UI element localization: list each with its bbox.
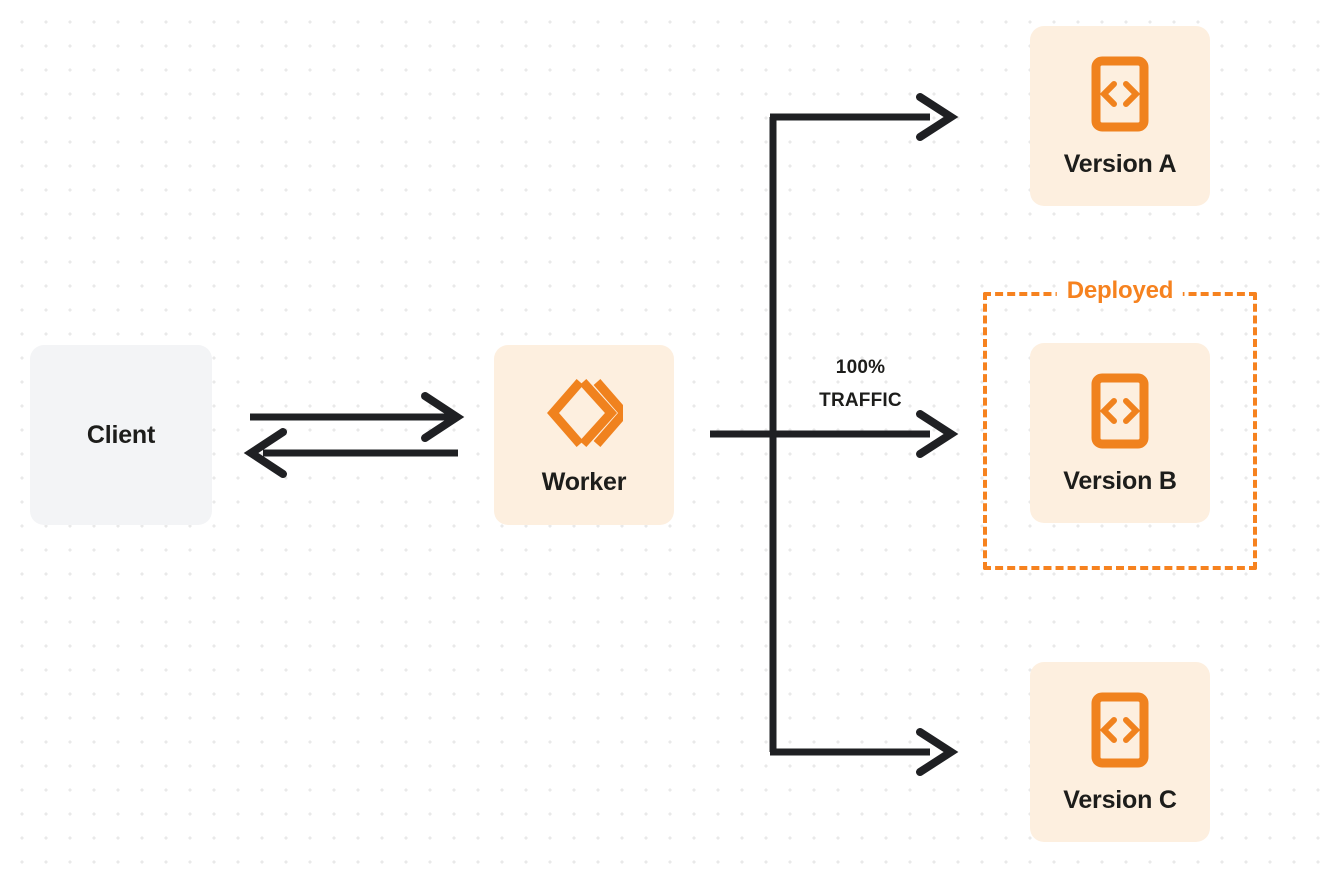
- node-version-b[interactable]: Version B: [1030, 343, 1210, 523]
- node-worker-label: Worker: [541, 467, 627, 496]
- node-worker[interactable]: Worker: [494, 345, 674, 525]
- arrow-client-to-worker: [250, 392, 465, 442]
- node-version-c[interactable]: Version C: [1030, 662, 1210, 842]
- traffic-label: 100% TRAFFIC: [783, 351, 938, 418]
- node-version-c-label: Version C: [1063, 785, 1177, 814]
- node-client[interactable]: Client: [30, 345, 212, 525]
- node-version-a-label: Version A: [1063, 149, 1177, 178]
- code-file-icon: [1091, 692, 1149, 768]
- traffic-unit: TRAFFIC: [819, 390, 902, 412]
- node-version-b-label: Version B: [1063, 466, 1177, 495]
- node-client-label: Client: [86, 420, 156, 449]
- code-file-icon: [1091, 56, 1149, 132]
- arrow-worker-to-versions: [710, 93, 959, 776]
- arrow-worker-to-client: [243, 428, 458, 478]
- traffic-percent: 100%: [835, 357, 886, 378]
- node-version-a[interactable]: Version A: [1030, 26, 1210, 206]
- deployed-group: Deployed: [983, 277, 1257, 570]
- deployed-group-label: Deployed: [1056, 277, 1184, 305]
- code-file-icon: [1091, 373, 1149, 449]
- cloudflare-workers-logo-icon: [545, 376, 630, 450]
